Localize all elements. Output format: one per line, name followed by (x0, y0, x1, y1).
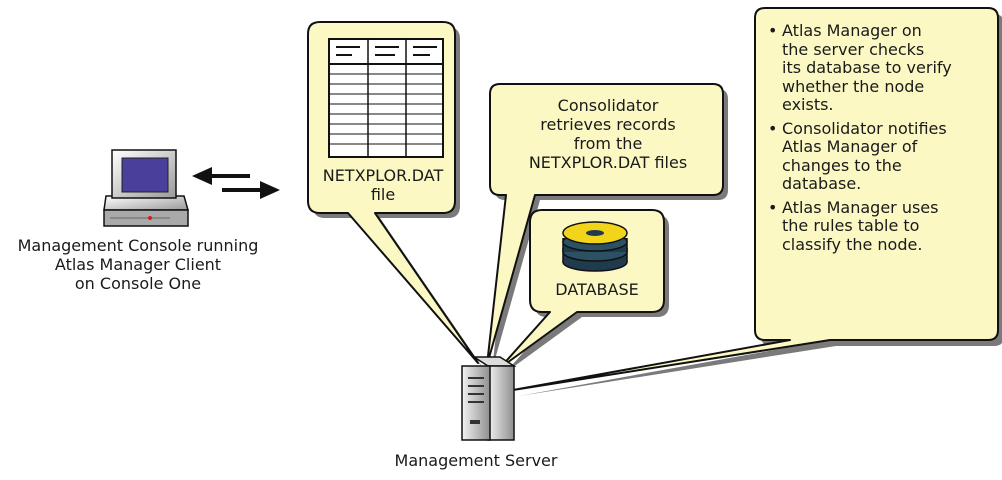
tower-server-icon (461, 356, 517, 441)
file-caption: NETXPLOR.DAT file (322, 166, 444, 204)
database-caption: DATABASE (555, 280, 639, 299)
bidirectional-arrows-icon (192, 167, 280, 199)
note-bullet-1: Atlas Manager on the server checks its d… (764, 21, 996, 115)
consolidator-text: Consolidator retrieves records from the … (528, 96, 688, 172)
database-stack-icon (562, 221, 628, 272)
computer-monitor-icon (103, 149, 189, 227)
note-bullet-2: Consolidator notifies Atlas Manager of c… (764, 119, 996, 194)
note-bullet-3: Atlas Manager uses the rules table to cl… (764, 198, 996, 255)
table-document-icon (328, 38, 444, 158)
console-caption: Management Console running Atlas Manager… (17, 236, 259, 293)
server-caption: Management Server (394, 451, 558, 470)
notes-bullet-list: Atlas Manager on the server checks its d… (764, 21, 996, 259)
